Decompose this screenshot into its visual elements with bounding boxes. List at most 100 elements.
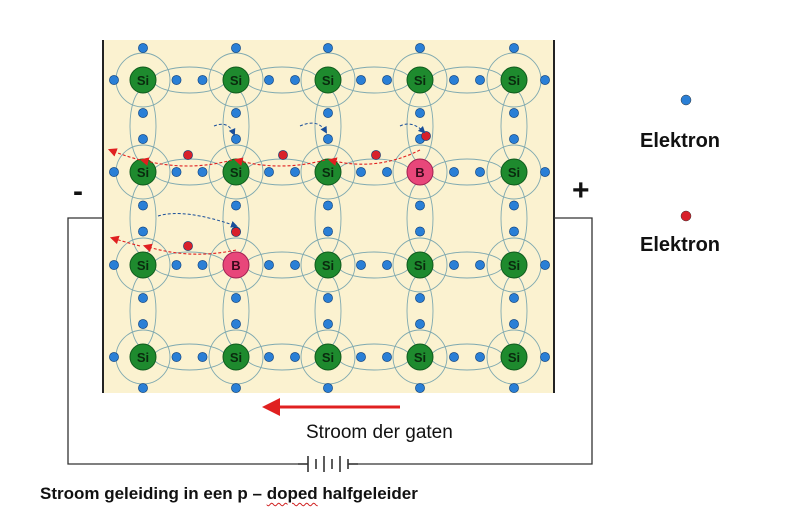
edge-electron — [323, 383, 333, 393]
bond-electron — [171, 352, 182, 362]
edge-electron — [540, 352, 550, 362]
edge-electron — [540, 75, 550, 85]
bond-electron — [382, 260, 392, 270]
bond-electron — [382, 167, 392, 177]
silicon-atom: Si — [500, 251, 528, 279]
crystal-background — [103, 40, 554, 393]
bond-electron — [197, 260, 208, 270]
atom-symbol: Si — [414, 350, 426, 365]
bond-electron — [264, 75, 274, 85]
edge-electron — [509, 43, 519, 53]
atom-symbol: Si — [508, 165, 520, 180]
silicon-atom: Si — [314, 251, 342, 279]
boron-atom: B — [406, 158, 434, 186]
bond-electron — [197, 352, 208, 362]
bond-electron — [138, 134, 148, 144]
bond-electron — [138, 200, 148, 211]
bond-electron — [323, 319, 333, 329]
edge-electron — [109, 352, 119, 362]
bond-electron — [449, 167, 459, 177]
atom-symbol: Si — [322, 73, 334, 88]
bond-electron — [231, 319, 241, 329]
atom-shell — [300, 144, 356, 200]
bond-electron — [475, 260, 485, 270]
hole-electron — [278, 150, 288, 160]
edge-electron — [415, 383, 425, 393]
bond-electron — [509, 108, 519, 118]
atom-symbol: Si — [414, 73, 426, 88]
silicon-atom: Si — [500, 158, 528, 186]
electron-jump-arrow — [109, 235, 141, 247]
electron-move-arrow — [299, 122, 327, 134]
atom-shell — [300, 52, 356, 108]
bond-electron — [264, 352, 274, 362]
atom-symbol: Si — [508, 73, 520, 88]
positive-terminal-label: + — [572, 174, 590, 207]
bond-electron — [449, 75, 459, 85]
silicon-atom: Si — [406, 343, 434, 371]
bond-electron — [509, 200, 519, 211]
bond-electron — [449, 260, 459, 270]
current-label: Stroom der gaten — [306, 422, 453, 443]
atom-shell — [208, 237, 264, 293]
atom-symbol: Si — [137, 73, 149, 88]
electron-jump-arrow — [139, 157, 233, 167]
silicon-atom: Si — [222, 343, 250, 371]
bond-electron — [449, 352, 459, 362]
bond-electron — [290, 352, 300, 362]
bond-electron — [290, 167, 300, 177]
legend-blue-electron-dot — [680, 94, 692, 106]
negative-terminal-label: - — [73, 175, 83, 208]
bond-electron — [138, 226, 148, 237]
atom-symbol: B — [231, 258, 240, 273]
silicon-atom: Si — [129, 251, 157, 279]
bond-electron — [415, 108, 425, 118]
bond-electron — [509, 293, 519, 303]
electron-jump-arrow — [233, 157, 326, 167]
circuit-wire-left — [67, 217, 298, 465]
bond-electron — [356, 352, 366, 362]
silicon-atom: Si — [500, 66, 528, 94]
bond-electron — [171, 167, 182, 177]
bond-electron — [475, 167, 485, 177]
silicon-atom: Si — [314, 66, 342, 94]
bond-electron — [231, 134, 241, 144]
caption-part-1: Stroom geleiding in een p – — [40, 484, 267, 503]
hole-electron — [231, 227, 241, 237]
bond-electron — [382, 352, 392, 362]
atom-symbol: Si — [414, 258, 426, 273]
atom-symbol: Si — [322, 350, 334, 365]
atom-shell — [208, 52, 264, 108]
edge-electron — [109, 260, 119, 270]
bond-electron — [171, 260, 182, 270]
bond-electron — [264, 260, 274, 270]
atom-symbol: Si — [137, 258, 149, 273]
bond-electron — [415, 319, 425, 329]
silicon-atom: Si — [222, 66, 250, 94]
electron-move-arrow — [213, 123, 236, 136]
atom-shell — [300, 237, 356, 293]
atom-symbol: Si — [137, 350, 149, 365]
edge-electron — [231, 383, 241, 393]
hole-electron — [421, 131, 431, 141]
bond-electron — [475, 75, 485, 85]
bond-electron — [290, 260, 300, 270]
circuit-wire-right — [358, 217, 593, 465]
caption-part-3: halfgeleider — [317, 484, 418, 503]
bond-electron — [356, 75, 366, 85]
electron-move-arrow — [157, 213, 238, 228]
edge-electron — [109, 167, 119, 177]
bond-electron — [415, 293, 425, 303]
bond-electron — [509, 226, 519, 237]
atom-shell — [392, 52, 448, 108]
atom-symbol: Si — [230, 350, 242, 365]
edge-electron — [109, 75, 119, 85]
bond-electron — [415, 200, 425, 211]
silicon-atom: Si — [129, 66, 157, 94]
bond-electron — [323, 134, 333, 144]
boron-atom: B — [222, 251, 250, 279]
electron-jump-arrow — [107, 148, 141, 161]
bond-electron — [197, 167, 208, 177]
edge-electron — [509, 383, 519, 393]
